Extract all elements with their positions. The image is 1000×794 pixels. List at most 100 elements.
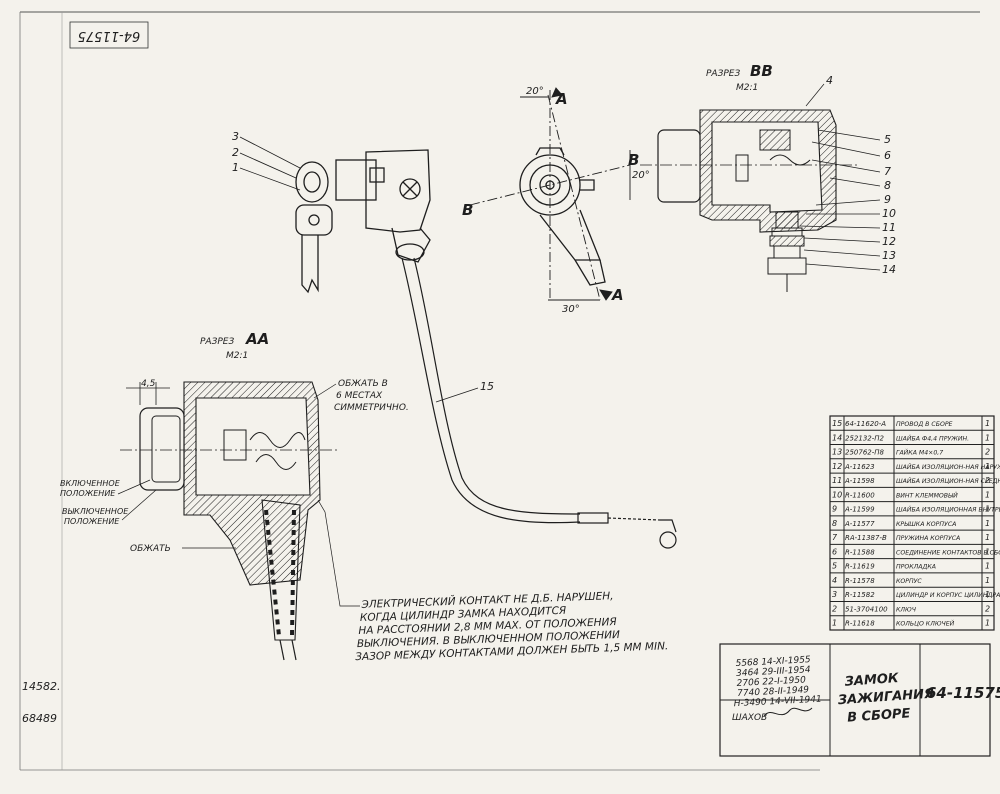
off-position-line-2: ПОЛОЖЕНИЕ — [64, 517, 120, 526]
parts-cell-code: R-11582 — [845, 591, 875, 599]
parts-cell-name: КРЫШКА КОРПУСА — [896, 521, 956, 528]
leader-wire — [435, 387, 479, 403]
sheet-frame — [19, 11, 980, 771]
callout-9: 9 — [884, 193, 891, 206]
leader-lines-aa — [117, 383, 360, 607]
section-bb — [640, 109, 860, 292]
parts-cell-code: 250762-П8 — [845, 449, 885, 457]
parts-cell-code: RA-11387-В — [845, 534, 887, 542]
parts-cell-name: ПРОКЛАДКА — [896, 564, 936, 571]
callout-7: 7 — [884, 165, 891, 178]
parts-cell-position: 10 — [832, 490, 842, 499]
parts-cell-quantity: 1 — [985, 433, 990, 442]
parts-cell-position: 3 — [832, 590, 837, 599]
change-log: 5568 14-XI-1955 3464 29-III-1954 2706 22… — [733, 655, 822, 709]
change-1: 5568 14-XI-1955 — [735, 655, 811, 669]
wire-assembly — [401, 257, 677, 549]
parts-cell-name: ШАЙБА ИЗОЛЯЦИОН-НАЯ СРЕДНЯЯ — [896, 476, 1000, 485]
cut-letter-b-left: В — [462, 201, 473, 219]
parts-cell-name: СОЕДИНЕНИЕ КОНТАКТОВ В СБОРЕ — [896, 549, 1000, 556]
parts-cell-name: КЛЮЧ — [896, 606, 917, 613]
change-4: 7740 28-II-1949 — [737, 685, 810, 699]
parts-cell-name: ШАЙБА ИЗОЛЯЦИОН-НАЯ НАРУЖНАЯ — [896, 462, 1000, 471]
parts-cell-name: ПРУЖИНА КОРПУСА — [896, 535, 960, 542]
callout-8: 8 — [884, 179, 891, 192]
parts-cell-position: 2 — [832, 604, 837, 613]
parts-cell-position: 13 — [832, 448, 842, 457]
parts-cell-quantity: 1 — [985, 576, 990, 585]
parts-cell-quantity: 1 — [985, 419, 990, 428]
parts-cell-code: А-11599 — [844, 506, 875, 514]
section-aa-name: АА — [245, 330, 269, 348]
parts-cell-code: А-11577 — [844, 520, 875, 528]
key-view — [295, 149, 431, 294]
parts-cell-quantity: 2 — [985, 448, 990, 457]
callout-5: 5 — [884, 133, 891, 146]
parts-cell-name: КОЛЬЦО КЛЮЧЕЙ — [896, 619, 955, 628]
parts-cell-position: 14 — [832, 433, 842, 442]
callout-6: 6 — [884, 149, 891, 162]
parts-cell-position: 5 — [832, 562, 837, 571]
cut-letter-a-top: А — [555, 90, 568, 108]
parts-cell-quantity: 1 — [985, 519, 990, 528]
section-bb-name: ВВ — [750, 62, 773, 80]
off-position-line-1: ВЫКЛЮЧЕННОЕ — [62, 507, 129, 516]
on-position-line-1: ВКЛЮЧЕННОЕ — [60, 479, 121, 488]
title-line-1: ЗАМОК — [844, 671, 900, 690]
cut-letter-a-bottom: А — [611, 286, 624, 304]
parts-cell-code: R-11578 — [845, 577, 875, 585]
callout-13: 13 — [882, 249, 896, 262]
callout-1: 1 — [232, 161, 239, 174]
leader-lines-bb — [799, 83, 881, 271]
contact-note: ЭЛЕКТРИЧЕСКИЙ КОНТАКТ НЕ Д.Б. НАРУШЕН, К… — [355, 589, 668, 663]
callout-12: 12 — [882, 235, 896, 248]
signer-name: ШАХОВ — [732, 713, 767, 723]
parts-cell-position: 1 — [832, 619, 837, 628]
parts-cell-quantity: 1 — [985, 462, 990, 471]
change-2: 3464 29-III-1954 — [736, 665, 811, 679]
parts-cell-position: 4 — [832, 576, 837, 585]
parts-cell-position: 12 — [832, 462, 842, 471]
section-aa-scale: М2:1 — [226, 351, 248, 361]
section-bb-scale: М2:1 — [736, 83, 758, 93]
crimp-label: ОБЖАТЬ — [130, 544, 171, 554]
parts-cell-position: 8 — [832, 519, 837, 528]
parts-cell-code: А-11623 — [844, 463, 875, 471]
section-aa — [120, 381, 340, 661]
parts-cell-name: ВИНТ КЛЕММОВЫЙ — [896, 490, 958, 499]
on-position-line-2: ПОЛОЖЕНИЕ — [60, 489, 116, 498]
parts-cell-name: КОРПУС — [896, 578, 922, 585]
parts-cell-position: 6 — [832, 547, 837, 556]
parts-cell-quantity: 1 — [985, 590, 990, 599]
callout-11: 11 — [882, 221, 896, 234]
parts-cell-position: 9 — [832, 505, 837, 514]
cut-lines — [469, 87, 631, 301]
cut-letter-b-right: В — [628, 151, 639, 169]
parts-cell-quantity: 1 — [985, 562, 990, 571]
angle-right: 20° — [632, 170, 650, 181]
parts-row: 5 R-11619 ПРОКЛАДКА 1 — [832, 562, 990, 571]
title-line-3: В СБОРЕ — [847, 706, 911, 725]
parts-row: 12А-11623 ШАЙБА ИЗОЛЯЦИОН-НАЯ НАРУЖНАЯ1 — [832, 462, 1000, 471]
parts-cell-position: 15 — [832, 419, 842, 428]
drawing-title: ЗАМОК ЗАЖИГАНИЯ В СБОРЕ — [837, 671, 934, 726]
drawing-number: 64-11575 — [926, 684, 1000, 702]
parts-row: 8 А-11577 КРЫШКА КОРПУСА 1 — [832, 519, 990, 528]
callout-2: 2 — [232, 146, 239, 159]
crimp-note-line-2: 6 МЕСТАХ — [336, 391, 383, 401]
margin-number-1: 14582. — [22, 680, 61, 693]
crimp-note-line-1: ОБЖАТЬ В — [338, 379, 388, 389]
parts-cell-code: 252132-П2 — [845, 434, 885, 442]
parts-cell-code: R-11619 — [845, 563, 875, 571]
parts-cell-position: 11 — [832, 476, 842, 485]
